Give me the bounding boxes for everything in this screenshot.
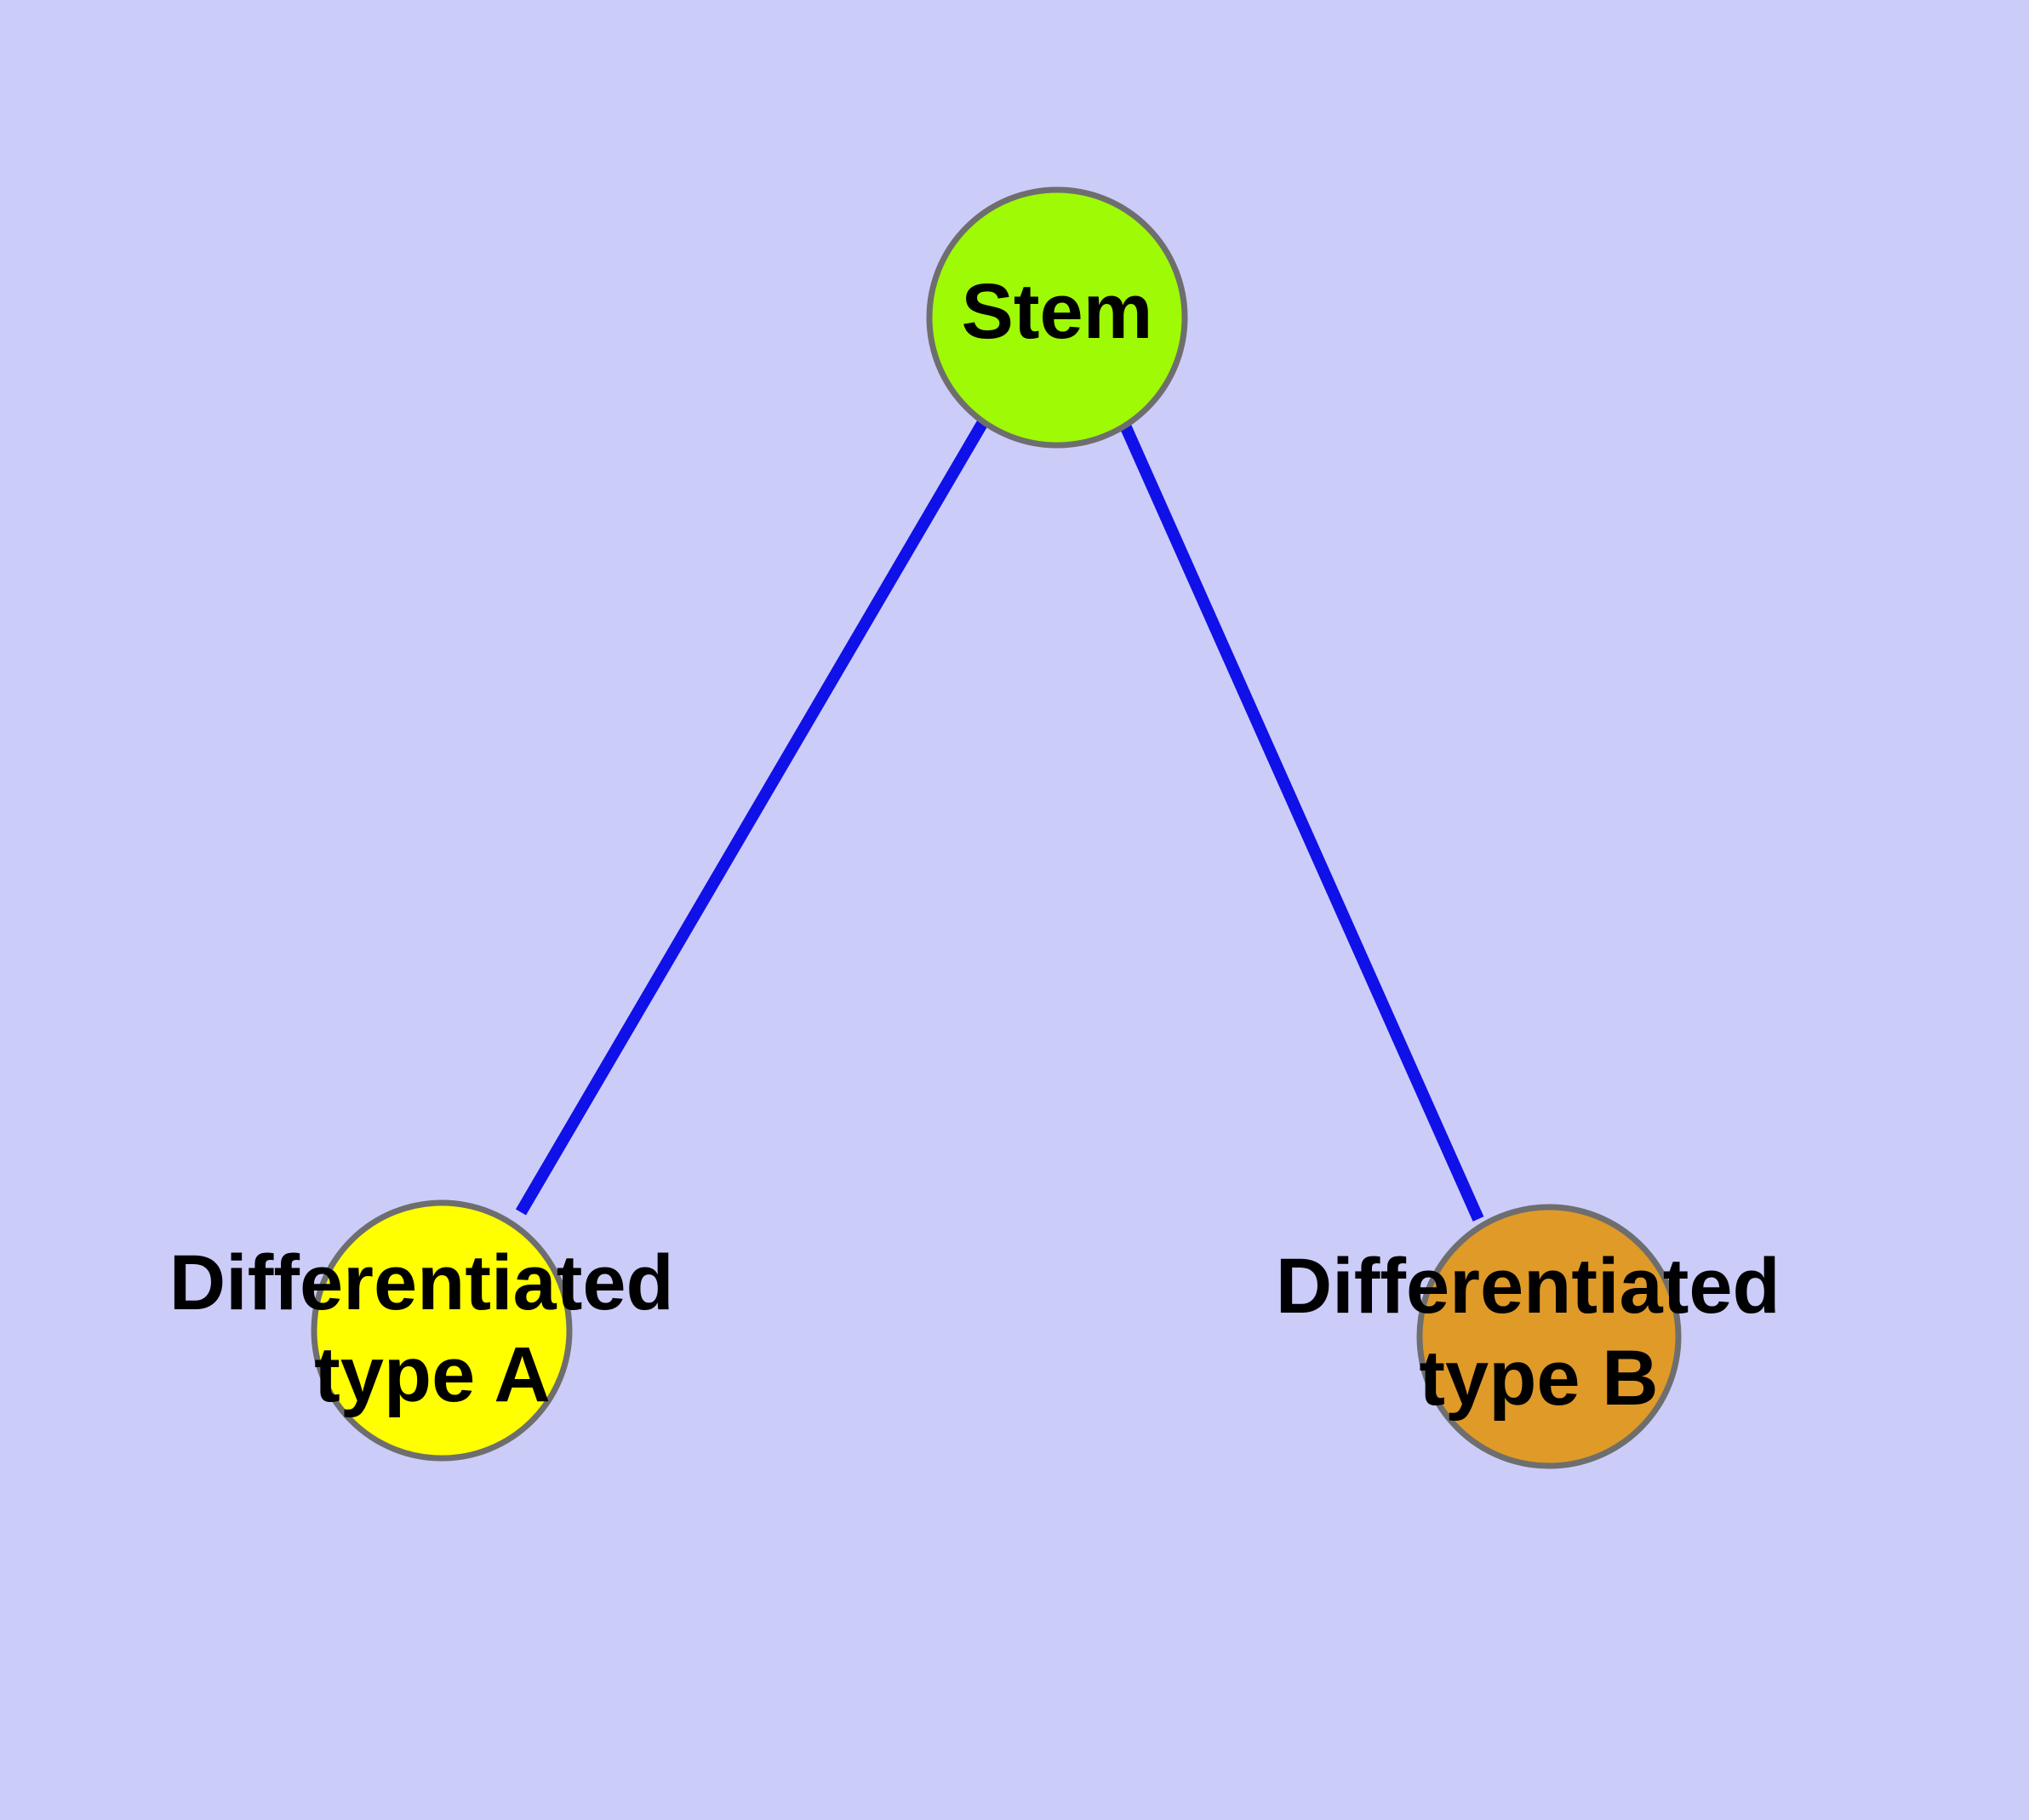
node-differentiated-type-b-label-line1: Differentiated [1276, 1243, 1780, 1330]
node-layer [311, 186, 1682, 1469]
edge-stem-to-type-b[interactable] [1119, 423, 1484, 1222]
node-differentiated-type-a-label: Differentiated type A [169, 1239, 696, 1418]
node-differentiated-type-a-circle[interactable] [311, 1199, 573, 1462]
node-stem-circle[interactable] [926, 186, 1188, 449]
node-differentiated-type-b-circle[interactable] [1416, 1204, 1682, 1469]
label-layer: Stem Differentiated type A Differentiate… [169, 268, 1803, 1422]
edge-layer [515, 419, 1484, 1222]
node-differentiated-type-a[interactable] [311, 1199, 573, 1462]
node-stem-label: Stem [962, 268, 1153, 355]
node-differentiated-type-a-label-line2: type A [314, 1331, 551, 1418]
node-differentiated-type-b-label-line2: type B [1419, 1335, 1658, 1422]
node-stem-label-line1: Stem [962, 268, 1153, 355]
node-differentiated-type-a-label-line1: Differentiated [169, 1239, 674, 1326]
edge-stem-to-type-a[interactable] [515, 419, 989, 1216]
node-differentiated-type-b-label: Differentiated type B [1276, 1243, 1803, 1422]
node-differentiated-type-b[interactable] [1416, 1204, 1682, 1469]
node-stem[interactable] [926, 186, 1188, 449]
